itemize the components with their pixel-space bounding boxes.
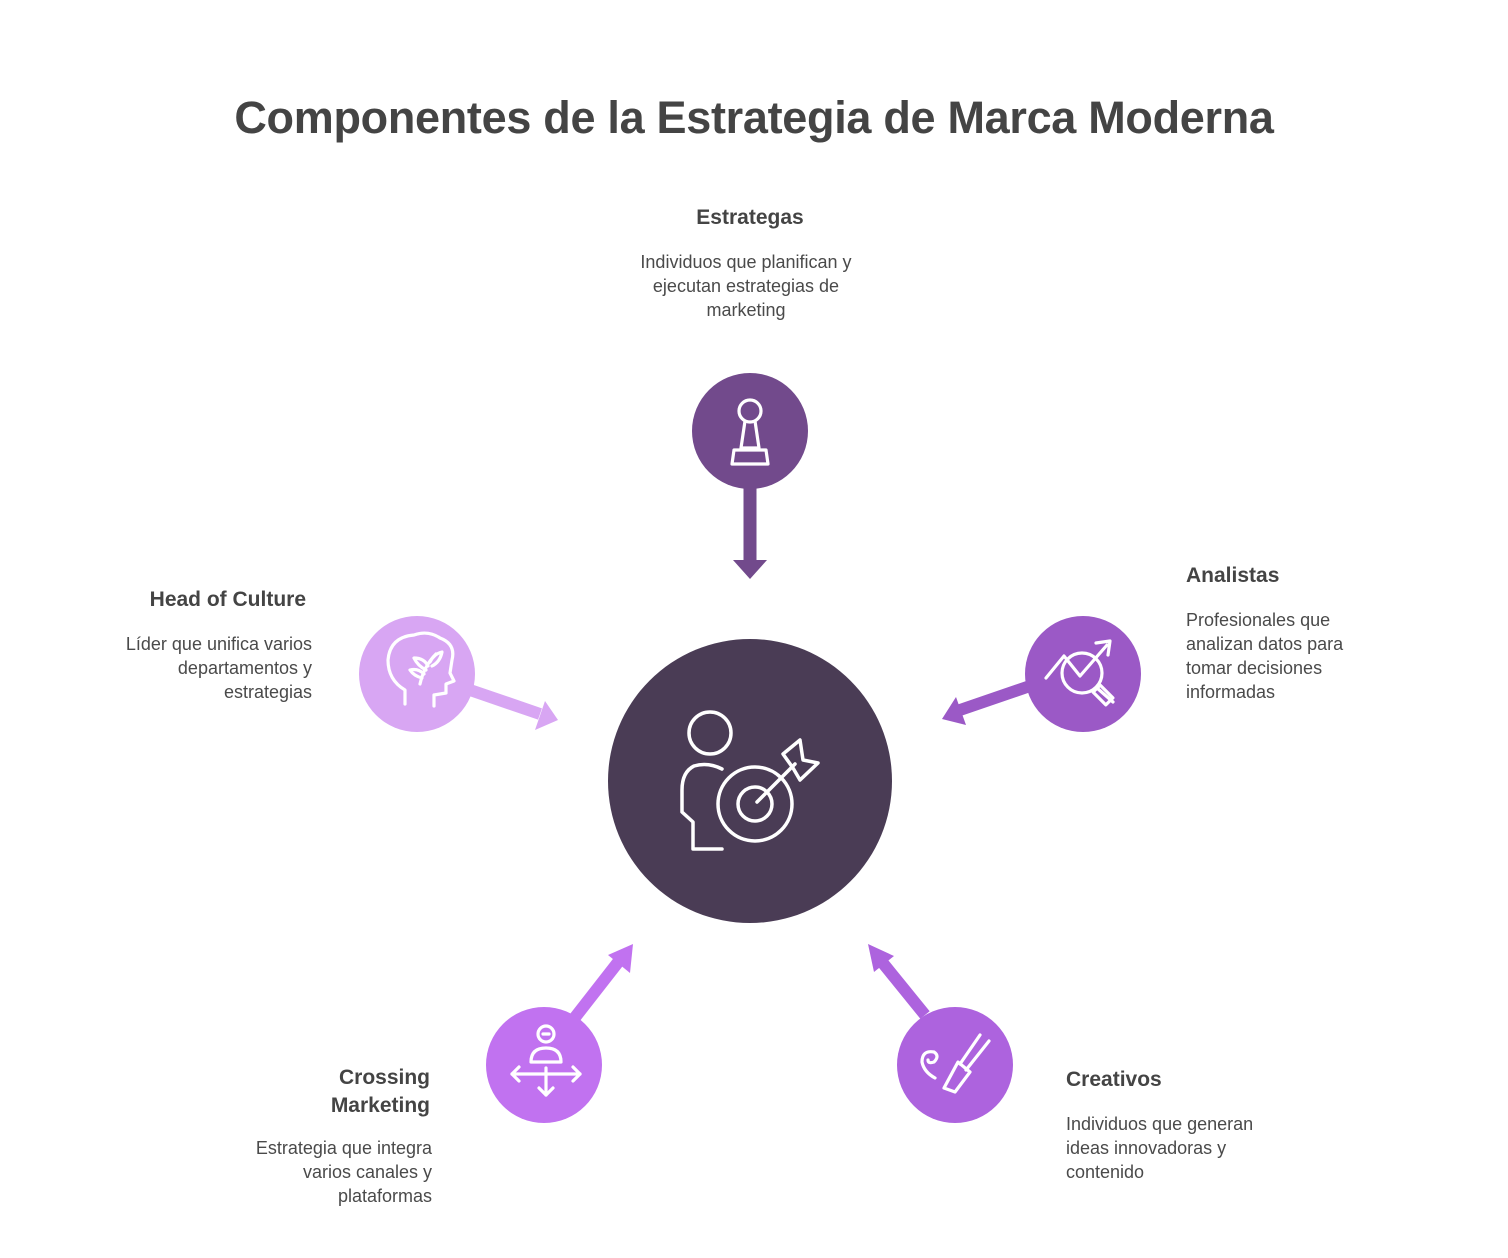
arrow-crossing	[568, 944, 633, 1024]
person-target-icon	[680, 710, 820, 851]
head-of-culture-description: Líder que unifica varios departamentos y…	[125, 634, 312, 702]
crossing-label: Crossing Marketing	[330, 1066, 430, 1117]
estrategas-label: Estrategas	[696, 206, 804, 229]
analistas-description: Profesionales que analizan datos para to…	[1186, 610, 1344, 702]
crossing-circle	[486, 1007, 602, 1123]
chess-pawn-icon	[730, 398, 770, 466]
arrow-analistas	[942, 680, 1032, 725]
head-of-culture-circle	[359, 616, 475, 732]
arrow-head-of-culture	[468, 684, 558, 730]
estrategas-description: Individuos que planifican y ejecutan est…	[640, 252, 852, 320]
head-of-culture-label: Head of Culture	[149, 588, 306, 611]
arrow-creativos	[868, 944, 930, 1019]
chart-magnifier-icon	[1044, 639, 1115, 707]
page-title: Componentes de la Estrategia de Marca Mo…	[234, 92, 1274, 143]
crossing-description: Estrategia que integra varios canales y …	[255, 1138, 432, 1206]
creativos-description: Individuos que generan ideas innovadoras…	[1066, 1114, 1254, 1182]
creativos-label: Creativos	[1066, 1068, 1162, 1091]
head-leaf-icon	[386, 631, 456, 708]
person-arrows-icon	[510, 1024, 582, 1097]
hub-circle	[608, 639, 892, 923]
arrow-estrategas	[733, 488, 767, 579]
estrategas-circle	[692, 373, 808, 489]
analistas-label: Analistas	[1186, 564, 1280, 587]
paintbrush-icon	[920, 1033, 991, 1094]
